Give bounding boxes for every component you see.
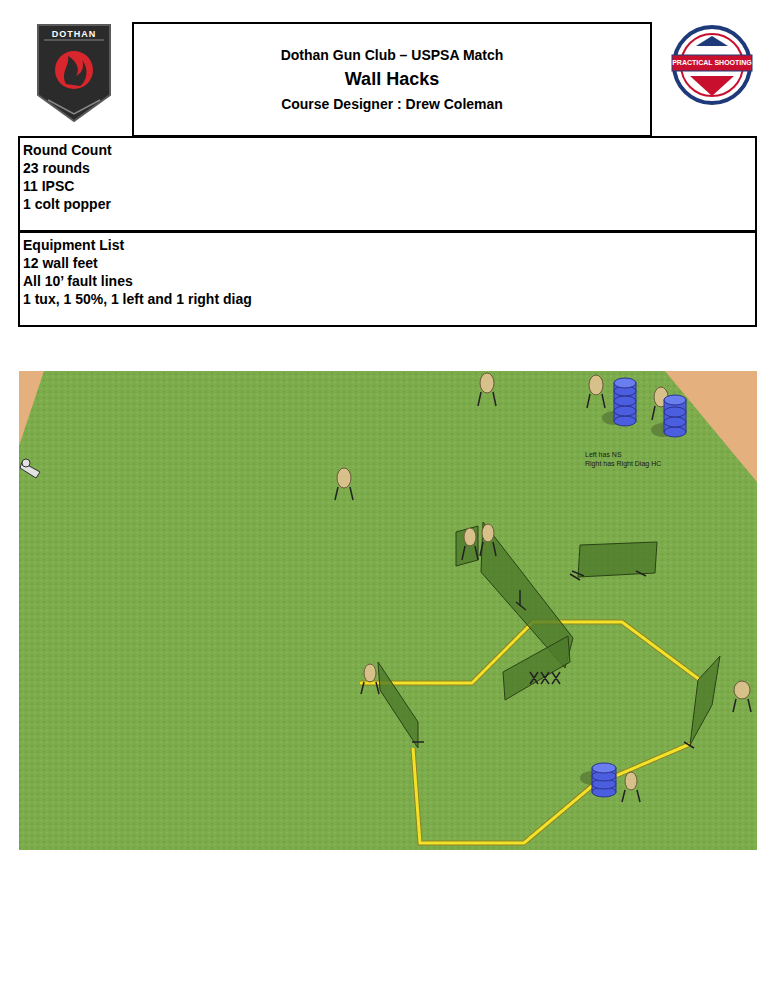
wall-stand xyxy=(412,571,694,748)
target-stand xyxy=(587,394,605,408)
wall-panel xyxy=(378,662,418,748)
target-face xyxy=(734,681,750,699)
ipsc-target xyxy=(462,528,478,560)
barrel-ring xyxy=(664,407,686,417)
target-stand xyxy=(462,546,478,560)
barrel-ring xyxy=(614,416,636,426)
popper-head xyxy=(22,459,30,467)
sand-berm xyxy=(665,371,757,482)
box-line: All 10’ fault lines xyxy=(23,272,752,290)
target-stand xyxy=(622,790,640,802)
box-line: Wall Hacks xyxy=(345,69,439,90)
club-flame xyxy=(64,56,86,86)
barrel-ring xyxy=(664,417,686,427)
club-shield xyxy=(38,25,110,121)
uspsa-point xyxy=(690,76,734,96)
shield-rule xyxy=(44,40,104,41)
club-logo-text: DOTHAN xyxy=(38,28,110,40)
box-line: 1 tux, 1 50%, 1 left and 1 right diag xyxy=(23,290,752,308)
barrel-top xyxy=(614,378,636,388)
equipment-box: Equipment List12 wall feetAll 10’ fault … xyxy=(18,231,757,327)
barrel-stack xyxy=(664,395,686,437)
box-line: 23 rounds xyxy=(23,159,752,177)
wall-panel xyxy=(503,636,570,700)
barrel-ring xyxy=(614,406,636,416)
range-field xyxy=(19,371,757,850)
stage-note: Left has NS xyxy=(585,450,622,459)
box-line: 12 wall feet xyxy=(23,254,752,272)
ipsc-target xyxy=(622,772,640,802)
target-stand xyxy=(478,392,496,406)
target-stand xyxy=(361,682,379,694)
stage-note: Right has Right Diag HC xyxy=(585,459,661,468)
barrel-stack xyxy=(592,763,616,797)
title-box: Dothan Gun Club – USPSA MatchWall HacksC… xyxy=(132,22,652,137)
shield-chevron xyxy=(48,100,100,114)
ipsc-target xyxy=(335,468,353,500)
club-emblem xyxy=(55,51,93,89)
target-stand xyxy=(335,487,353,500)
target-stand xyxy=(480,542,496,556)
ipsc-target xyxy=(478,373,496,406)
round-count-box: Round Count23 rounds11 IPSC1 colt popper xyxy=(18,136,757,232)
barrel-top xyxy=(592,763,616,773)
barrel-top xyxy=(664,395,686,405)
wall-panel xyxy=(456,526,478,566)
ipsc-target xyxy=(361,664,379,694)
barrel-ring xyxy=(664,427,686,437)
target-face xyxy=(482,524,494,542)
box-heading: Equipment List xyxy=(23,236,752,254)
fault-line xyxy=(413,744,690,843)
box-heading: Round Count xyxy=(23,141,752,159)
box-line: 11 IPSC xyxy=(23,177,752,195)
target-face xyxy=(589,375,603,395)
target-face xyxy=(337,468,351,488)
ipsc-target xyxy=(587,375,605,408)
uspsa-logo-text: PRACTICAL SHOOTING xyxy=(672,55,752,71)
box-line: 1 colt popper xyxy=(23,195,752,213)
target-face xyxy=(625,772,637,790)
ipsc-target xyxy=(733,681,751,712)
box-heading: Dothan Gun Club – USPSA Match xyxy=(281,47,504,63)
barrel-stack xyxy=(614,378,636,426)
uspsa-banner xyxy=(672,55,752,71)
uspsa-star-field xyxy=(696,36,728,46)
ipsc-target xyxy=(480,524,496,556)
barrel-ring xyxy=(614,396,636,406)
sand-berm xyxy=(19,371,44,446)
wall-panel xyxy=(690,656,720,745)
wall-panel xyxy=(578,542,657,577)
target-face xyxy=(364,664,376,682)
target-face xyxy=(480,373,494,393)
barrel-body xyxy=(614,383,636,421)
target-stand xyxy=(733,699,751,712)
box-line: Course Designer : Drew Coleman xyxy=(281,96,503,112)
fault-line-edge xyxy=(413,744,690,843)
target-face xyxy=(464,528,476,546)
wall-foot xyxy=(530,672,560,684)
